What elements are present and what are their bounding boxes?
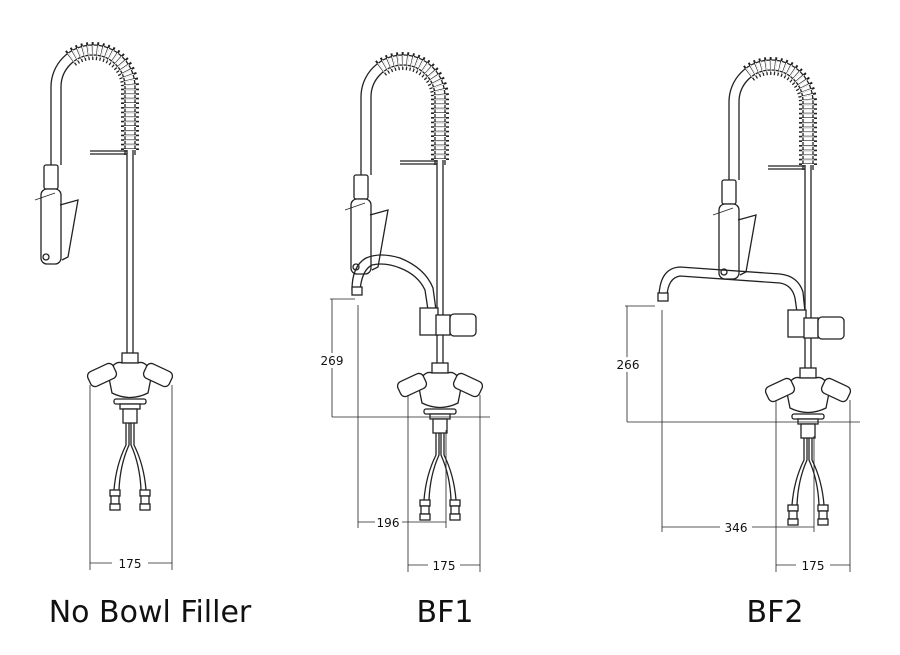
width-dimension: 175	[89, 385, 173, 571]
width-label: 175	[119, 557, 142, 571]
model-title-no-bowl-filler: No Bowl Filler	[49, 595, 252, 630]
reach-label: 346	[725, 521, 748, 535]
height-label: 266	[617, 358, 640, 372]
model-title-bf2: BF2	[747, 595, 804, 630]
reach-dimension: 196	[357, 305, 447, 530]
width-label: 175	[433, 559, 456, 573]
height-dimension: 269	[318, 298, 490, 418]
faucet-no-bowl-filler: 175	[35, 45, 174, 571]
height-label: 269	[321, 354, 344, 368]
faucet-bf1: 175 196 269	[318, 55, 490, 573]
width-dimension: 175	[407, 395, 481, 573]
reach-dimension: 346	[661, 310, 815, 535]
reach-label: 196	[377, 516, 400, 530]
width-dimension: 175	[775, 400, 851, 573]
width-label: 175	[802, 559, 825, 573]
height-dimension: 266	[614, 305, 860, 423]
faucet-bf2: 175 346 266	[614, 60, 860, 573]
model-title-bf1: BF1	[417, 595, 474, 630]
